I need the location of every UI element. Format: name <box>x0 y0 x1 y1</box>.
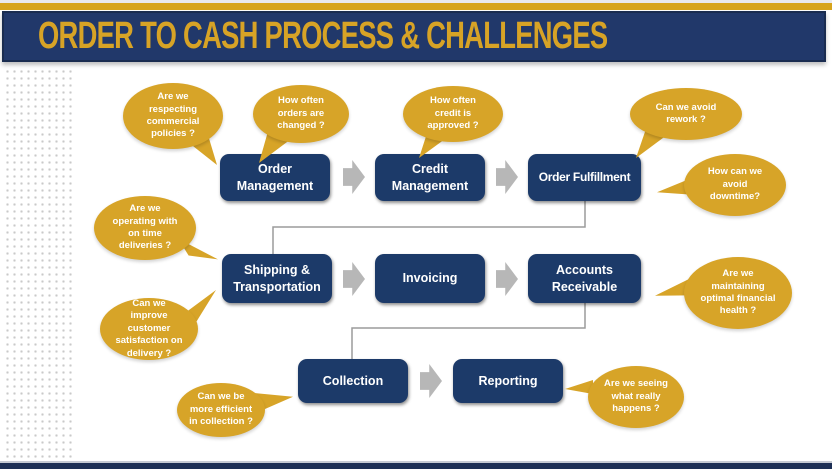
process-box-label: Invoicing <box>402 271 458 286</box>
bubble-body: Can we improve customer satisfaction on … <box>100 298 198 360</box>
process-box-label: Collection <box>322 373 384 388</box>
connector-fulfillment-to-shipping <box>272 200 586 254</box>
bottom-edge-bar <box>0 461 832 469</box>
process-box-reporting: Reporting <box>453 359 563 403</box>
challenge-bubble-credit-approved: How often credit is approved ? <box>403 86 503 158</box>
challenge-bubble-efficient-collection: Can we be more efficient in collection ? <box>177 383 293 437</box>
process-box-label: Accounts Receivable <box>551 262 618 294</box>
challenge-bubble-avoid-downtime: How can we avoid downtime? <box>657 154 786 216</box>
bubble-body: Are we operating with on time deliveries… <box>94 196 196 260</box>
process-box-invoicing: Invoicing <box>375 254 485 303</box>
challenge-bubble-respecting-commercial-policies: Are we respecting commercial policies ? <box>123 83 223 165</box>
process-box-order-fulfillment: Order Fulfillment <box>528 154 641 201</box>
bubble-text: How often orders are changed ? <box>277 95 325 132</box>
bubble-text: Are we operating with on time deliveries… <box>112 203 178 252</box>
bubble-text: Can we avoid rework ? <box>655 101 717 125</box>
bubble-text: Can we be more efficient in collection ? <box>189 391 253 428</box>
bubble-body: Are we respecting commercial policies ? <box>123 83 223 149</box>
challenge-bubble-financial-health: Are we maintaining optimal financial hea… <box>655 257 792 329</box>
process-box-label: Order Management <box>236 161 314 193</box>
bubble-text: Are we respecting commercial policies ? <box>146 91 200 140</box>
bubble-body: How often credit is approved ? <box>403 86 503 142</box>
gold-accent-bar <box>0 3 832 10</box>
flow-arrow-icon <box>420 364 442 398</box>
bubble-body: Can we avoid rework ? <box>630 88 742 140</box>
bubble-text: How can we avoid downtime? <box>707 166 763 203</box>
process-box-order-management: Order Management <box>220 154 330 201</box>
top-edge-strip <box>0 0 832 3</box>
challenge-bubble-seeing-what-happens: Are we seeing what really happens ? <box>565 366 684 428</box>
title-banner: ORDER TO CASH PROCESS & CHALLENGES <box>2 11 826 62</box>
connector-receivable-to-collection <box>351 303 586 359</box>
bubble-body: Can we be more efficient in collection ? <box>177 383 265 437</box>
process-box-credit-management: Credit Management <box>375 154 485 201</box>
challenge-bubble-orders-changed: How often orders are changed ? <box>253 85 349 163</box>
flow-arrow-icon <box>496 262 518 296</box>
flow-arrow-icon <box>343 160 365 194</box>
flow-arrow-icon <box>496 160 518 194</box>
process-box-label: Shipping & Transportation <box>233 262 321 294</box>
bubble-text: Are we maintaining optimal financial hea… <box>700 268 776 317</box>
process-box-collection: Collection <box>298 359 408 403</box>
bubble-body: How can we avoid downtime? <box>684 154 786 216</box>
process-box-accounts-receivable: Accounts Receivable <box>528 254 641 303</box>
bubble-body: Are we maintaining optimal financial hea… <box>684 257 792 329</box>
challenge-bubble-avoid-rework: Can we avoid rework ? <box>630 88 742 158</box>
bubble-body: How often orders are changed ? <box>253 85 349 143</box>
page-title: ORDER TO CASH PROCESS & CHALLENGES <box>38 15 608 57</box>
process-box-shipping-transportation: Shipping & Transportation <box>222 254 332 303</box>
bubble-body: Are we seeing what really happens ? <box>588 366 684 428</box>
bubble-text: How often credit is approved ? <box>427 95 479 132</box>
flow-arrow-icon <box>343 262 365 296</box>
bubble-text: Are we seeing what really happens ? <box>604 378 668 415</box>
challenge-bubble-on-time-deliveries: Are we operating with on time deliveries… <box>94 196 218 260</box>
bubble-text: Can we improve customer satisfaction on … <box>115 298 183 359</box>
dot-grid-pattern <box>4 68 73 461</box>
process-box-label: Credit Management <box>391 161 469 193</box>
process-box-label: Order Fulfillment <box>538 170 631 185</box>
process-box-label: Reporting <box>478 373 538 388</box>
challenge-bubble-customer-satisfaction: Can we improve customer satisfaction on … <box>100 290 216 360</box>
